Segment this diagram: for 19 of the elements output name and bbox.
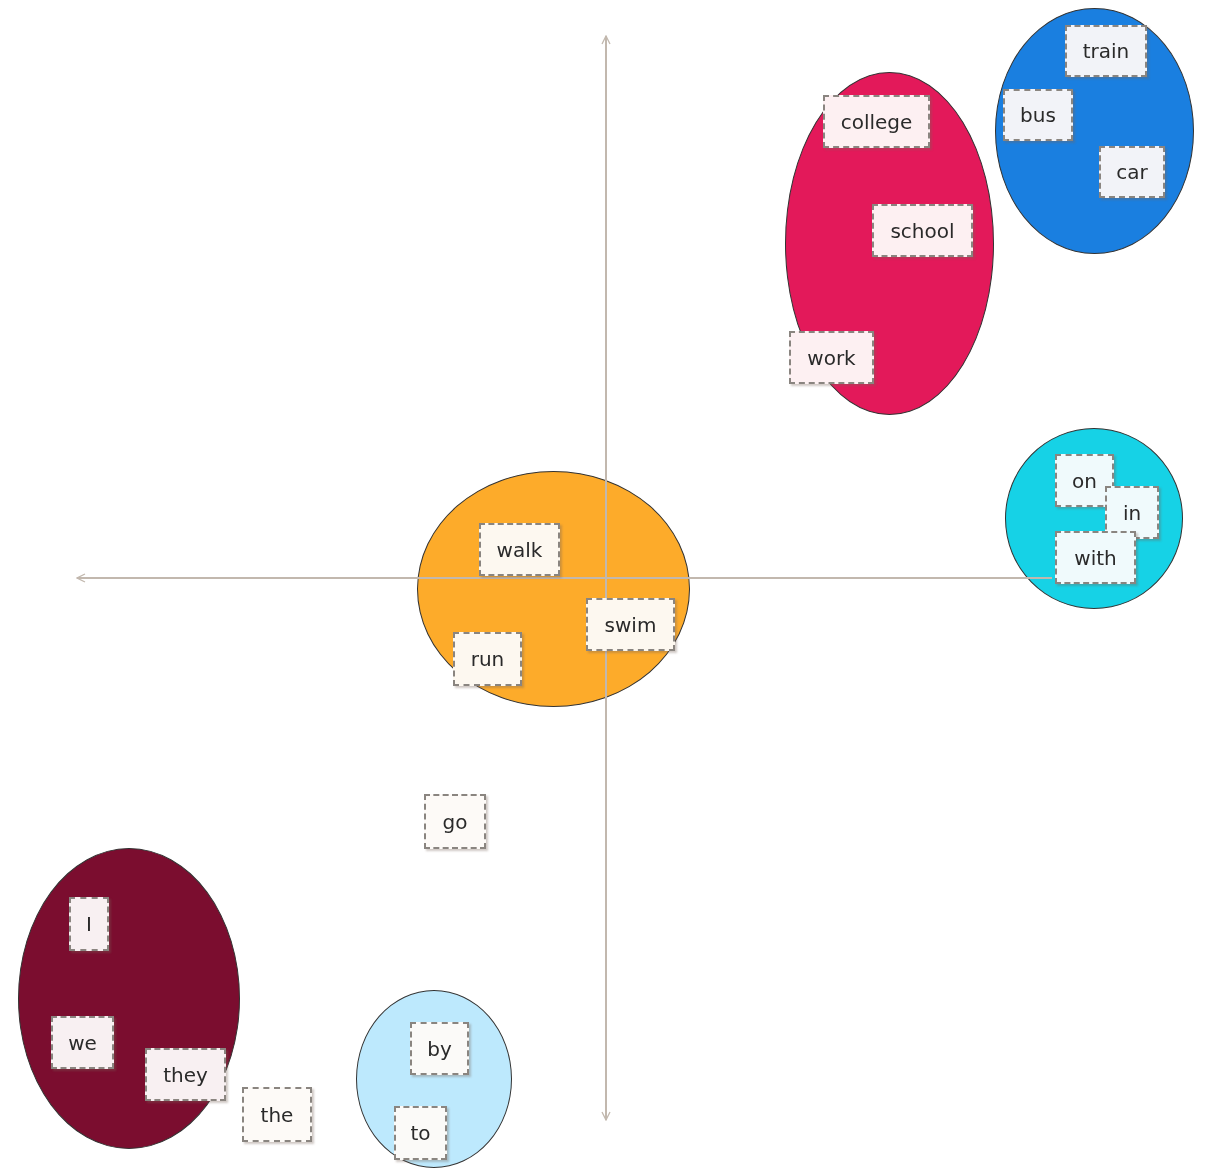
word-tile: by	[410, 1022, 469, 1075]
word-tile: I	[69, 897, 109, 951]
word-tile: in	[1105, 486, 1159, 539]
word-tile: college	[823, 95, 930, 148]
word-tile: car	[1099, 146, 1165, 198]
word-tile: on	[1055, 454, 1114, 507]
word-tile: run	[453, 632, 522, 686]
word-tile: the	[242, 1087, 312, 1142]
word-tile: work	[789, 331, 874, 384]
word-tile: train	[1065, 25, 1147, 77]
word-tile: to	[394, 1106, 447, 1160]
word-tile: swim	[586, 598, 675, 651]
word-tile: bus	[1003, 89, 1073, 141]
word-tile: go	[424, 794, 486, 849]
word-tile: we	[51, 1016, 114, 1069]
word-tile: with	[1055, 531, 1136, 584]
word-tile: they	[145, 1048, 226, 1101]
word-tile: walk	[479, 523, 560, 576]
word-tile: school	[872, 204, 973, 257]
